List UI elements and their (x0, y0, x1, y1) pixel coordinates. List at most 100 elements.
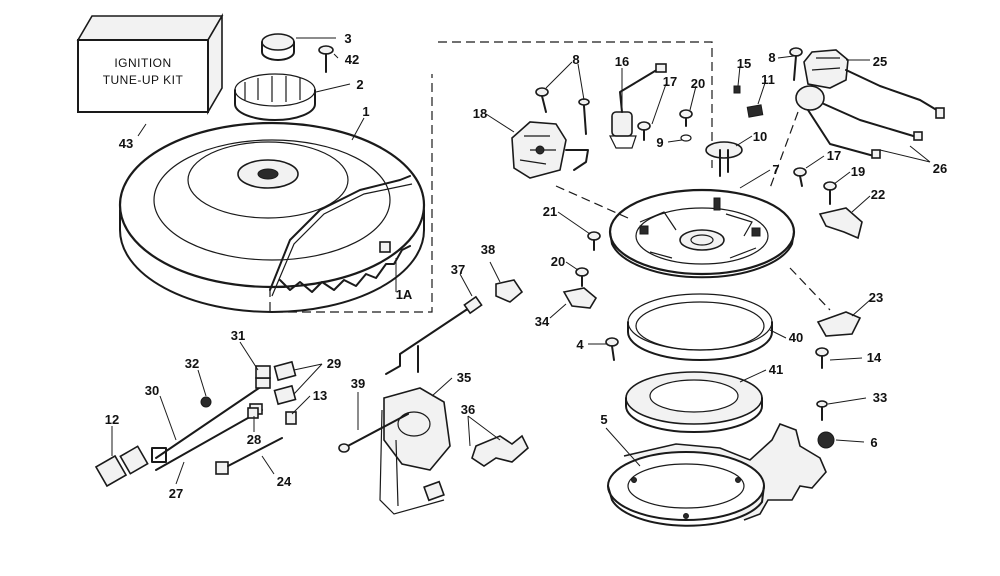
retaining-ring (627, 293, 773, 361)
callout-31: 31 (231, 328, 245, 343)
leader-lines (111, 37, 931, 485)
plate-dash-left (555, 185, 629, 219)
screw-14 (815, 347, 829, 369)
flywheel-screw (318, 45, 334, 73)
lead-24 (215, 437, 283, 475)
terminal-31 (255, 365, 271, 379)
callout-14: 14 (867, 350, 882, 365)
boot-36 (471, 434, 529, 467)
callout-1: 1 (362, 104, 369, 119)
callout-18: 18 (473, 106, 487, 121)
screw-39 (338, 413, 409, 453)
screw-20-lower (575, 267, 589, 287)
throttle-cam-22 (818, 207, 863, 240)
callout-32: 32 (185, 356, 199, 371)
callout-33: 33 (873, 390, 887, 405)
callout-2: 2 (356, 77, 363, 92)
callout-35: 35 (457, 370, 471, 385)
callout-21: 21 (543, 204, 557, 219)
callout-1a: 1A (396, 287, 413, 302)
callout-15: 15 (737, 56, 751, 71)
callout-6: 6 (870, 435, 877, 450)
callout-20-lower: 20 (551, 254, 565, 269)
terminal-29 (273, 360, 297, 406)
support-plate (625, 371, 763, 433)
screw-33 (816, 400, 828, 421)
callout-12: 12 (105, 412, 119, 427)
magnet-ring (234, 73, 316, 121)
callout-25: 25 (873, 54, 887, 69)
callout-8-left: 8 (572, 52, 579, 67)
clamp-6 (817, 431, 835, 449)
link-23 (816, 311, 862, 337)
connector-37 (385, 295, 483, 375)
clip-28 (247, 407, 259, 419)
callout-5: 5 (600, 412, 607, 427)
callout-labels: 43 3 42 2 1 1A 8 16 17 20 15 11 8 25 18 … (105, 31, 947, 501)
spark-plug-lead-30 (151, 377, 271, 463)
callout-16: 16 (615, 54, 629, 69)
retainer-plate (607, 422, 827, 527)
callout-8-coil: 8 (768, 50, 775, 65)
condenser (609, 63, 667, 149)
flywheel (118, 121, 426, 313)
callout-24: 24 (277, 474, 292, 489)
screw-21 (587, 231, 601, 251)
callout-11: 11 (761, 72, 775, 87)
felt-11 (746, 104, 764, 118)
nut-32 (200, 396, 212, 408)
callout-37: 37 (451, 262, 465, 277)
screw-8-left (535, 87, 549, 113)
callout-17-lower: 17 (827, 148, 841, 163)
callout-28: 28 (247, 432, 261, 447)
callout-43: 43 (119, 136, 133, 151)
breaker-point-set (511, 121, 589, 179)
callout-22: 22 (871, 187, 885, 202)
tune-up-kit-box: IGNITION TUNE-UP KIT (76, 13, 224, 115)
screw-19 (823, 181, 837, 205)
pin-15 (733, 85, 741, 94)
callout-20-upper: 20 (691, 76, 705, 91)
armature-plate (608, 188, 796, 279)
flywheel-nut (261, 33, 295, 61)
screw-4 (605, 337, 619, 361)
callout-30: 30 (145, 383, 159, 398)
ignition-coil (795, 49, 945, 159)
callout-27: 27 (169, 486, 183, 501)
clamp-34 (562, 287, 598, 309)
callout-40: 40 (789, 330, 803, 345)
kit-label-line1: IGNITION (114, 56, 171, 70)
flywheel-group-outline (269, 74, 433, 313)
screw-8-coil (789, 47, 803, 81)
callout-7: 7 (772, 162, 779, 177)
connector-38 (495, 279, 524, 303)
bracket-35 (379, 387, 451, 515)
callout-4: 4 (576, 337, 584, 352)
kit-label-line2: TUNE-UP KIT (103, 73, 184, 87)
callout-3: 3 (344, 31, 351, 46)
callout-19: 19 (851, 164, 865, 179)
washer-9 (680, 134, 692, 142)
screw-17-upper (637, 121, 651, 141)
callout-41: 41 (769, 362, 783, 377)
callout-38: 38 (481, 242, 495, 257)
plate-dash-right (789, 267, 831, 311)
timer-base-group-outline (438, 41, 713, 168)
callout-42: 42 (345, 52, 359, 67)
callout-26: 26 (933, 161, 947, 176)
callout-9: 9 (656, 135, 663, 150)
callout-29: 29 (327, 356, 341, 371)
clip-13 (285, 411, 297, 425)
screw-8-right (578, 98, 590, 135)
callout-13: 13 (313, 388, 327, 403)
boot-12 (94, 445, 149, 488)
callout-10: 10 (753, 129, 767, 144)
callout-36: 36 (461, 402, 475, 417)
cam-follower-10 (705, 141, 743, 177)
callout-34: 34 (535, 314, 550, 329)
screw-17-lower (793, 167, 807, 187)
callout-39: 39 (351, 376, 365, 391)
callout-23: 23 (869, 290, 883, 305)
callout-17-upper: 17 (663, 74, 677, 89)
